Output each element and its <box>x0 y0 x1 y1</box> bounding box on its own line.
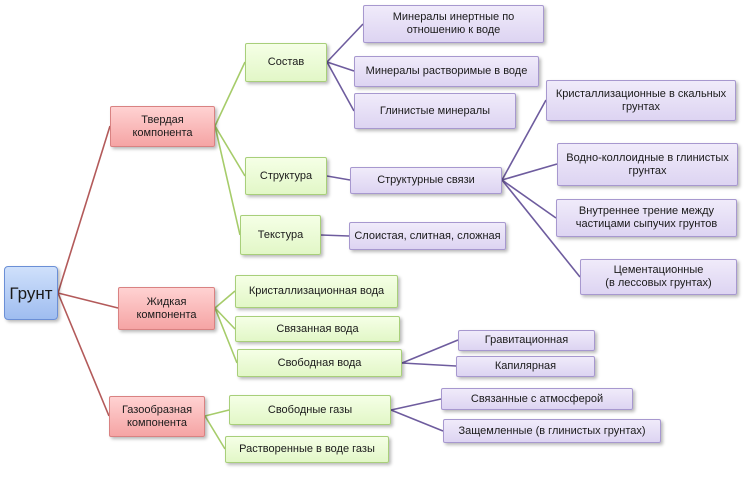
node-gas-component: Газообразная компонента <box>109 396 205 437</box>
connector-line <box>214 61 246 127</box>
connector-line <box>501 99 547 181</box>
node-gravitational-water: Гравитационная <box>458 330 595 351</box>
node-soluble-minerals: Минералы растворимые в воде <box>354 56 539 87</box>
connector-line <box>326 175 351 181</box>
connector-line <box>57 292 110 417</box>
connector-line <box>326 23 364 63</box>
node-clay-minerals: Глинистые минералы <box>354 93 516 129</box>
connector-line <box>501 179 557 219</box>
node-solid-component: Твердая компонента <box>110 106 215 147</box>
connector-line <box>214 307 238 364</box>
node-liquid-component: Жидкая компонента <box>118 287 215 330</box>
connector-line <box>214 125 246 177</box>
node-free-water: Свободная вода <box>237 349 402 377</box>
node-inert-minerals: Минералы инертные по отношению к воде <box>363 5 544 43</box>
connector-line <box>214 307 236 330</box>
connector-line <box>204 415 226 450</box>
node-structure: Структура <box>245 157 327 195</box>
node-trapped-gases: Защемленные (в глинистых грунтах) <box>443 419 661 443</box>
node-free-gases: Свободные газы <box>229 395 391 425</box>
connector-line <box>320 234 350 237</box>
node-composition: Состав <box>245 43 327 82</box>
node-crystallization-bonds: Кристаллизационные в скальных грунтах <box>546 80 736 121</box>
connector-line <box>501 163 558 181</box>
connector-line <box>326 61 355 72</box>
connector-line <box>401 362 457 367</box>
node-texture: Текстура <box>240 215 321 255</box>
connector-line <box>390 409 444 432</box>
node-friction-bonds: Внутреннее трение между частицами сыпучи… <box>556 199 737 237</box>
connector-line <box>401 339 459 364</box>
connector-line <box>214 290 236 309</box>
connector-line <box>57 125 111 294</box>
node-cementation-bonds: Цементационные (в лессовых грунтах) <box>580 259 737 295</box>
connector-line <box>204 409 230 417</box>
node-capillary-water: Капилярная <box>456 356 595 377</box>
node-texture-types: Слоистая, слитная, сложная <box>349 222 506 250</box>
connector-line <box>390 398 442 411</box>
node-crystal-water: Кристаллизационная вода <box>235 275 398 308</box>
node-structural-bonds: Структурные связи <box>350 167 502 194</box>
node-colloidal-bonds: Водно-коллоидные в глинистых грунтах <box>557 143 738 186</box>
node-atmospheric-gases: Связанные с атмосферой <box>441 388 633 410</box>
node-bound-water: Связанная вода <box>235 316 400 342</box>
node-dissolved-gases: Растворенные в воде газы <box>225 436 389 463</box>
connector-line <box>57 292 119 309</box>
connector-line <box>214 125 241 236</box>
connector-line <box>501 179 581 278</box>
root-node-soil: Грунт <box>4 266 58 320</box>
connector-line <box>326 61 355 112</box>
